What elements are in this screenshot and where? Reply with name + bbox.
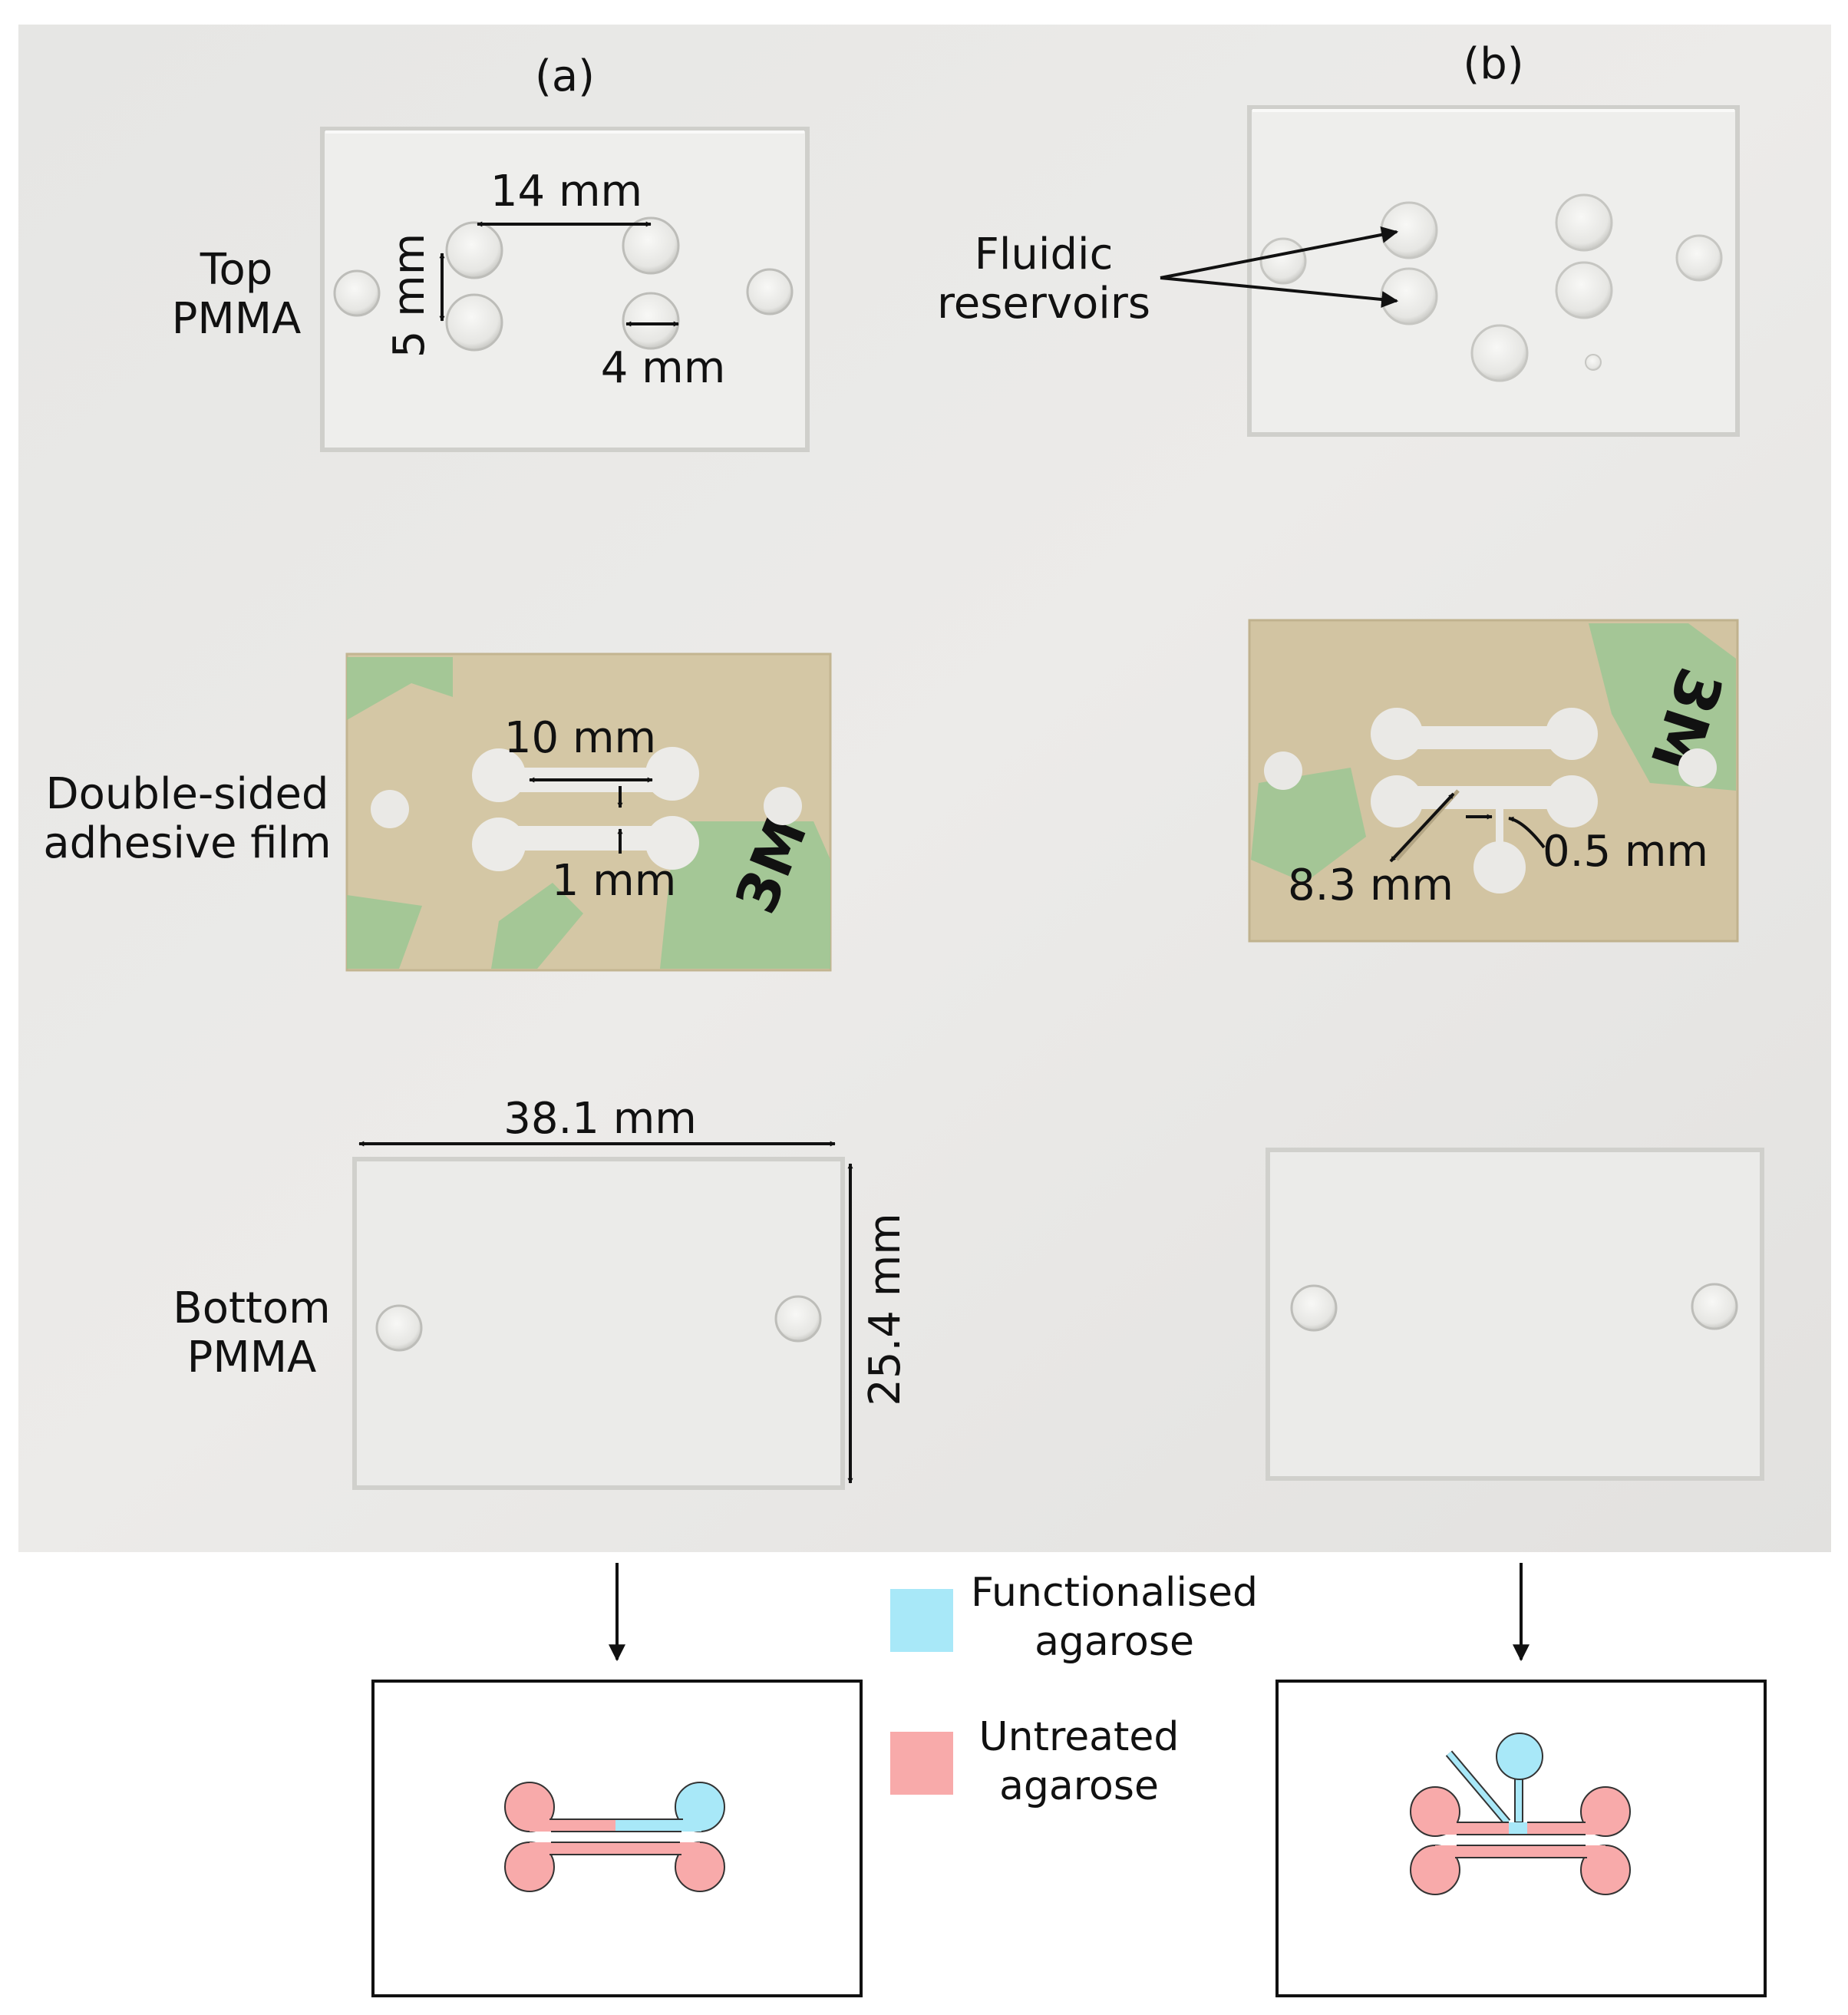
legend-functionalised-line1: Functionalised: [971, 1570, 1258, 1616]
legend-swatch-functionalised: [890, 1589, 953, 1652]
layer-label-top-line2: PMMA: [172, 294, 302, 344]
schematic-a: [371, 1680, 863, 1997]
arrow-reservoir-1: [1160, 226, 1399, 279]
layer-label-bottom-line2: PMMA: [187, 1333, 317, 1382]
annotation-fluidic-line1: Fluidic: [975, 230, 1114, 279]
adhesive-film-a: 3M: [345, 652, 832, 972]
top-pmma-b: [1247, 105, 1740, 437]
dim-side-channel-width: 0.5 mm: [1543, 827, 1708, 877]
dim-channel-length: 10 mm: [504, 713, 656, 763]
bottom-pmma-b: [1266, 1148, 1764, 1481]
schematic-b: [1275, 1680, 1767, 1997]
dim-hole-spacing: 14 mm: [490, 167, 642, 216]
dim-arrow-side-channel-length: [1389, 792, 1455, 863]
panel-label-b: (b): [1463, 39, 1523, 89]
dim-hole-diameter: 4 mm: [601, 343, 726, 393]
annotation-fluidic-line2: reservoirs: [937, 279, 1150, 329]
adhesive-film-b: 3M: [1248, 619, 1739, 943]
bottom-pmma-a: [352, 1157, 845, 1490]
layer-label-top-line1: Top: [200, 245, 273, 295]
legend-swatch-untreated: [890, 1732, 953, 1795]
dim-chip-width: 38.1 mm: [503, 1094, 697, 1144]
top-pmma-a: [320, 127, 810, 452]
legend-functionalised-line2: agarose: [1035, 1619, 1194, 1665]
layer-label-bottom-line1: Bottom: [173, 1283, 330, 1333]
dim-arrow-width-right: [1508, 816, 1546, 849]
layer-label-adhesive-line2: adhesive film: [43, 818, 331, 868]
dim-side-channel-length: 8.3 mm: [1288, 861, 1454, 910]
legend-untreated-line2: agarose: [999, 1763, 1159, 1809]
layer-label-adhesive-line1: Double-sided: [46, 769, 329, 819]
dim-chip-height: 25.4 mm: [860, 1213, 910, 1406]
dim-channel-gap: 1 mm: [552, 856, 677, 906]
arrow-reservoir-2: [1160, 276, 1399, 309]
dim-hole-pitch: 5 mm: [384, 233, 434, 358]
panel-label-a: (a): [535, 51, 595, 101]
legend-untreated-line1: Untreated: [979, 1714, 1180, 1760]
